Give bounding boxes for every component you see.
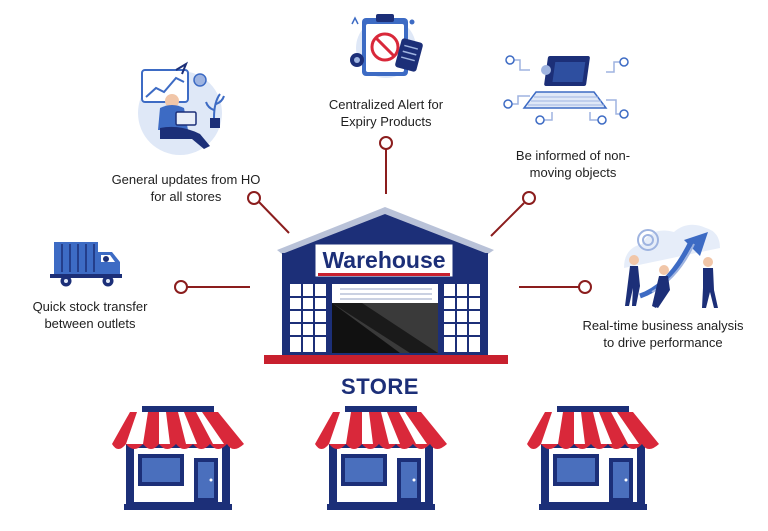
connector-expiry-node	[379, 136, 393, 150]
person-laptop-chart-icon	[138, 61, 225, 155]
connectors	[174, 136, 592, 294]
feature-analysis-line-1: Real-time business analysis	[582, 318, 744, 333]
store-label: STORE	[341, 374, 419, 399]
feature-general-line-2: for all stores	[150, 189, 222, 204]
connector-general	[258, 201, 290, 234]
team-growth-arrow-icon	[624, 224, 720, 308]
store-front-2	[315, 406, 447, 510]
connector-general-node	[247, 191, 261, 205]
store-front-3	[527, 406, 659, 510]
feature-general-label: General updates from HO for all stores	[96, 171, 276, 205]
feature-analysis-line-2: to drive performance	[603, 335, 723, 350]
feature-nonmoving-line-1: Be informed of non-	[515, 148, 631, 163]
connector-nonmoving	[490, 202, 525, 237]
feature-expiry-label: Centralized Alert for Expiry Products	[300, 96, 472, 130]
feature-general-line-1: General updates from HO	[111, 172, 261, 187]
clipboard-expiry-icon	[350, 14, 423, 78]
feature-analysis-label: Real-time business analysis to drive per…	[568, 317, 758, 351]
warehouse-building	[264, 207, 508, 364]
feature-transfer-line-2: between outlets	[44, 316, 136, 331]
store-front-1	[112, 406, 244, 510]
connector-analysis-node	[578, 280, 592, 294]
delivery-truck-icon	[50, 242, 122, 287]
feature-transfer-label: Quick stock transfer between outlets	[10, 298, 170, 332]
warehouse-sign: Warehouse	[322, 247, 446, 273]
connector-transfer-node	[174, 280, 188, 294]
feature-expiry-line-2: Expiry Products	[340, 114, 432, 129]
connector-nonmoving-node	[522, 191, 536, 205]
feature-nonmoving-label: Be informed of non- moving objects	[488, 147, 658, 181]
network-laptop-icon	[503, 55, 629, 125]
feature-transfer-line-1: Quick stock transfer	[32, 299, 148, 314]
feature-nonmoving-line-2: moving objects	[529, 165, 617, 180]
feature-expiry-line-1: Centralized Alert for	[328, 97, 444, 112]
